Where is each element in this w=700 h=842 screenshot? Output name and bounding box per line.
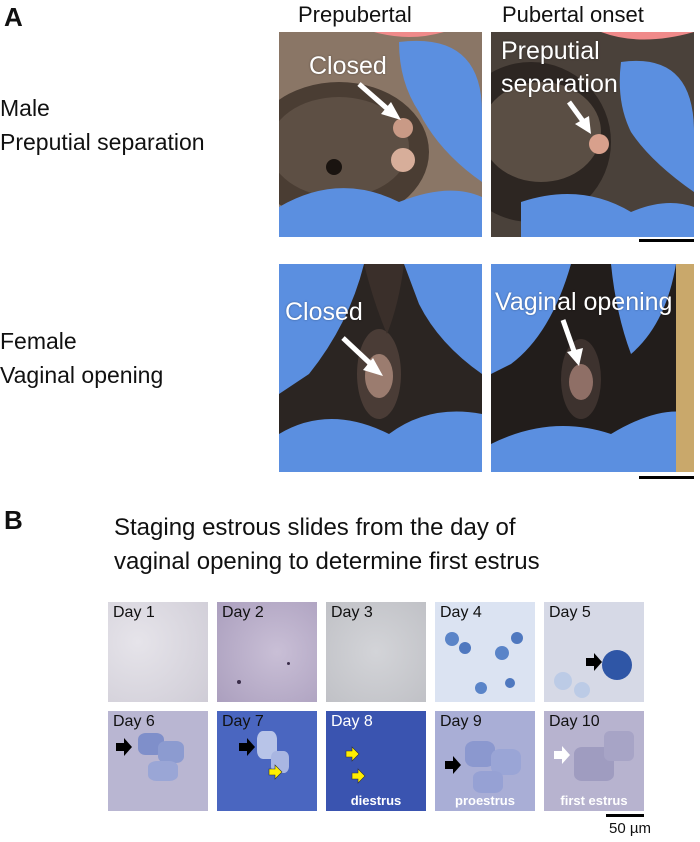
slide-day-2: Day 2 — [217, 602, 317, 702]
photo-male-prepubertal: Closed — [279, 32, 482, 237]
slide-day-7: Day 7 — [217, 711, 317, 811]
day-label: Day 1 — [113, 604, 155, 621]
day-label: Day 8 — [331, 713, 373, 730]
male-row-label: Male Preputial separation — [0, 91, 205, 159]
preputial-separation-label: Preputial separation — [0, 129, 205, 155]
slide-day-9: Day 9 proestrus — [435, 711, 535, 811]
arrow-icon — [445, 756, 461, 774]
slide-day-5: Day 5 — [544, 602, 644, 702]
scale-bar-label: 50 µm — [609, 820, 651, 837]
arrow-icon — [357, 82, 401, 120]
closed-annotation-female: Closed — [285, 298, 363, 326]
day-label: Day 10 — [549, 713, 600, 730]
day-label: Day 3 — [331, 604, 373, 621]
panel-b-title-line1: Staging estrous slides from the day of — [114, 514, 516, 541]
photo-female-prepubertal-illustration — [279, 264, 482, 472]
photo-female-pubertal-illustration — [491, 264, 694, 472]
preputial-annotation-line1: Preputial — [501, 37, 600, 65]
closed-annotation-male: Closed — [309, 52, 387, 80]
arrow-icon — [345, 746, 366, 784]
day-label: Day 9 — [440, 713, 482, 730]
slide-day-10: Day 10 first estrus — [544, 711, 644, 811]
column-header-prepubertal: Prepubertal — [298, 2, 412, 27]
panel-b-title-line2: vaginal opening to determine first estru… — [114, 548, 540, 575]
slide-day-4: Day 4 — [435, 602, 535, 702]
preputial-annotation-line2: separation — [501, 70, 618, 98]
arrow-icon — [554, 746, 570, 764]
day-label: Day 7 — [222, 713, 264, 730]
photo-female-prepubertal: Closed — [279, 264, 482, 472]
vaginal-opening-label: Vaginal opening — [0, 362, 164, 388]
female-row-label: Female Vaginal opening — [0, 324, 163, 392]
panel-b-letter: B — [4, 505, 23, 535]
arrow-icon — [341, 336, 383, 376]
day-label: Day 5 — [549, 604, 591, 621]
photo-male-prepubertal-illustration — [279, 32, 482, 237]
slide-day-8: Day 8 diestrus — [326, 711, 426, 811]
column-header-pubertal-onset: Pubertal onset — [502, 2, 644, 27]
photo-male-pubertal-illustration — [491, 32, 694, 237]
stage-label-proestrus: proestrus — [455, 793, 515, 808]
arrow-icon — [586, 653, 602, 671]
female-label: Female — [0, 328, 77, 354]
slide-day-3: Day 3 — [326, 602, 426, 702]
day-label: Day 6 — [113, 713, 155, 730]
stage-label-diestrus: diestrus — [350, 793, 402, 808]
arrow-icon — [566, 100, 591, 134]
scale-bar-male — [639, 239, 694, 242]
slide-day-1: Day 1 — [108, 602, 208, 702]
slide-day-6: Day 6 — [108, 711, 208, 811]
arrow-icon — [560, 319, 583, 366]
male-label: Male — [0, 95, 50, 121]
panel-a-letter: A — [4, 2, 23, 32]
photo-male-pubertal: Preputial separation — [491, 32, 694, 237]
arrow-icon — [116, 738, 132, 756]
scale-bar-micrograph — [606, 814, 644, 817]
arrow-icon — [239, 738, 283, 780]
day-label: Day 4 — [440, 604, 482, 621]
day-label: Day 2 — [222, 604, 264, 621]
stage-label-first-estrus: first estrus — [560, 793, 628, 808]
photo-female-pubertal: Vaginal opening — [491, 264, 694, 472]
vaginal-opening-annotation: Vaginal opening — [495, 288, 673, 316]
scale-bar-female — [639, 476, 694, 479]
